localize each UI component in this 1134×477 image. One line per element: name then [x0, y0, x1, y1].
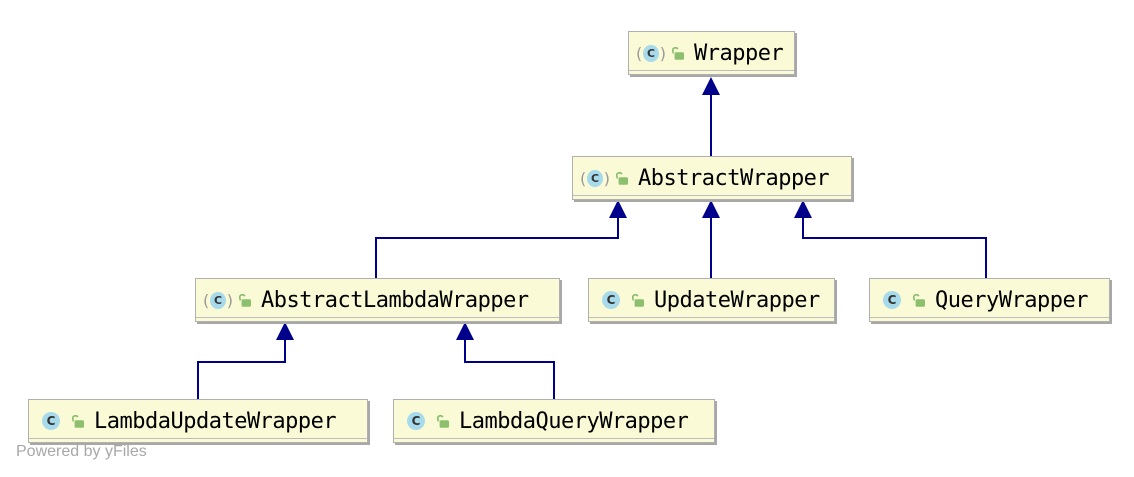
class-icon: C — [35, 412, 67, 430]
class-node-abstract-wrapper[interactable]: (C) AbstractWrapper — [572, 156, 852, 200]
class-name-label: LambdaUpdateWrapper — [94, 408, 337, 434]
inheritance-edge-query-wrapper-to-abstract-wrapper[interactable] — [794, 200, 987, 278]
class-name-label: AbstractWrapper — [638, 165, 830, 191]
class-node-lambda-update-wrapper[interactable]: C LambdaUpdateWrapper — [28, 399, 368, 443]
class-name-label: LambdaQueryWrapper — [459, 408, 689, 434]
class-node-wrapper[interactable]: (C) Wrapper — [628, 31, 795, 75]
class-icon: C — [595, 291, 627, 309]
public-lock-icon — [435, 413, 451, 429]
public-lock-icon — [70, 413, 86, 429]
public-lock-icon — [670, 45, 686, 61]
class-name-label: AbstractLambdaWrapper — [261, 287, 529, 313]
public-lock-icon — [630, 292, 646, 308]
class-name-label: UpdateWrapper — [654, 287, 820, 313]
abstract-class-icon: (C) — [203, 290, 233, 310]
class-icon: C — [400, 412, 432, 430]
public-lock-icon — [911, 292, 927, 308]
public-lock-icon — [237, 292, 253, 308]
class-node-update-wrapper[interactable]: C UpdateWrapper — [588, 278, 835, 322]
class-icon: C — [876, 291, 908, 309]
inheritance-edge-lambda-query-wrapper-to-abstract-lambda-wrapper[interactable] — [456, 322, 555, 399]
abstract-class-icon: (C) — [580, 168, 610, 188]
inheritance-edge-abstract-wrapper-to-wrapper[interactable] — [702, 77, 720, 156]
yfiles-attribution: Powered by yFiles — [16, 443, 147, 460]
class-node-abstract-lambda-wrapper[interactable]: (C) AbstractLambdaWrapper — [195, 278, 560, 322]
inheritance-edge-lambda-update-wrapper-to-abstract-lambda-wrapper[interactable] — [197, 322, 294, 399]
class-node-lambda-query-wrapper[interactable]: C LambdaQueryWrapper — [393, 399, 715, 443]
inheritance-edge-update-wrapper-to-abstract-wrapper[interactable] — [702, 200, 720, 278]
abstract-class-icon: (C) — [636, 43, 666, 63]
class-name-label: QueryWrapper — [935, 287, 1088, 313]
class-name-label: Wrapper — [694, 40, 784, 66]
public-lock-icon — [614, 170, 630, 186]
inheritance-edge-abstract-lambda-wrapper-to-abstract-wrapper[interactable] — [375, 200, 627, 278]
class-node-query-wrapper[interactable]: C QueryWrapper — [869, 278, 1110, 322]
